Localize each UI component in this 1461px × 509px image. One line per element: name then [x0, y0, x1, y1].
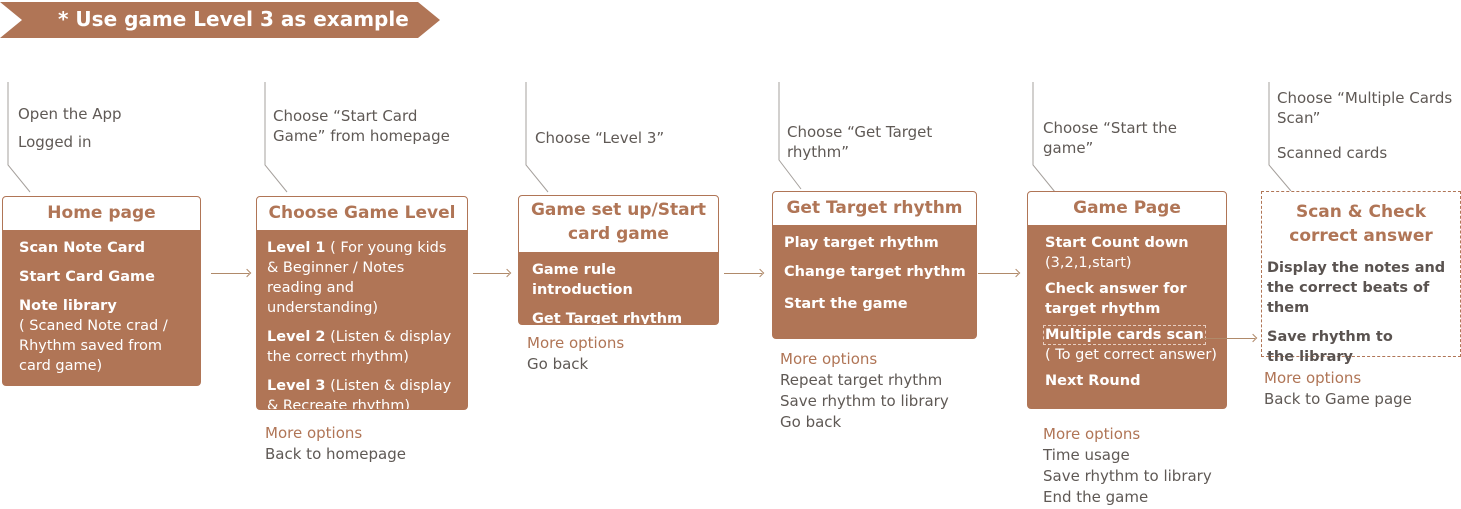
item-label: Level 1 — [267, 240, 326, 256]
step-4-more-options: More options Repeat target rhythm Save r… — [780, 349, 949, 433]
step-5-notes: Choose “Start the game” — [1043, 118, 1223, 166]
item-sub: ( To get correct answer) — [1045, 347, 1217, 363]
card-title: Home page — [3, 197, 200, 230]
menu-item-check-answer[interactable]: Check answer for target rhythm — [1045, 279, 1222, 319]
note-text: Scanned cards — [1277, 144, 1388, 162]
item-label: Note library — [19, 298, 117, 314]
menu-item-level-2[interactable]: Level 2 (Listen & display the correct rh… — [267, 327, 457, 367]
note-text: Choose “Level 3” — [535, 129, 665, 147]
more-options-label: More options — [265, 424, 363, 442]
note-text: Choose “Multiple Cards Scan” — [1277, 89, 1453, 127]
item-label: Level 2 — [267, 329, 326, 345]
note-text: Choose “Start the game” — [1043, 119, 1177, 157]
more-option-repeat-target-rhythm[interactable]: Repeat target rhythm — [780, 371, 943, 389]
item-label: Get Target rhythm — [532, 311, 683, 325]
menu-item-game-rule-intro[interactable]: Game rule introduction — [532, 260, 708, 300]
menu-item-change-target-rhythm[interactable]: Change target rhythm — [784, 262, 966, 282]
card-game-page[interactable]: Game Page Start Count down(3,2,1,start) … — [1027, 191, 1227, 409]
step-3-notes: Choose “Level 3” — [535, 128, 715, 156]
step-6-notes: Choose “Multiple Cards Scan” Scanned car… — [1277, 88, 1457, 171]
more-options-label: More options — [527, 334, 625, 352]
note-text: Logged in — [18, 133, 92, 151]
item-sub: (Listen & display & Recreate rhythm) — [267, 378, 452, 410]
menu-item-next-round[interactable]: Next Round — [1045, 371, 1222, 391]
card-get-target-rhythm[interactable]: Get Target rhythm Play target rhythm Cha… — [772, 191, 977, 339]
card-title: Game set up/Start card game — [519, 196, 718, 252]
item-label: Display the notes and the correct beats … — [1267, 260, 1446, 316]
note-text: Choose “Start Card Game” from homepage — [273, 107, 450, 145]
example-banner: * Use game Level 3 as example — [0, 2, 440, 38]
card-scan-check[interactable]: Scan & Check correct answer Display the … — [1261, 191, 1461, 365]
flow-arrow-2 — [473, 273, 509, 274]
flow-arrow-3 — [724, 273, 762, 274]
more-options-label: More options — [780, 350, 878, 368]
menu-item-start-count-down[interactable]: Start Count down (3,2,1,start) — [1045, 233, 1222, 273]
item-label: Next Round — [1045, 373, 1141, 389]
step-1-notes: Open the App Logged in — [18, 104, 248, 160]
menu-item-start-card-game[interactable]: Start Card Game — [19, 267, 190, 287]
item-sub: ( Scaned Note crad / Rhythm saved from c… — [19, 318, 168, 374]
more-option-go-back[interactable]: Go back — [527, 355, 589, 373]
more-option-end-the-game[interactable]: End the game — [1043, 488, 1149, 506]
item-label: Check answer for target rhythm — [1045, 281, 1187, 317]
more-option-back-to-homepage[interactable]: Back to homepage — [265, 445, 406, 463]
more-option-back-to-game-page[interactable]: Back to Game page — [1264, 390, 1412, 408]
more-option-save-rhythm[interactable]: Save rhythm to library — [780, 392, 949, 410]
more-option-go-back[interactable]: Go back — [780, 413, 842, 431]
item-label: Save rhythm to the library — [1267, 329, 1393, 365]
card-choose-game-level[interactable]: Choose Game Level Level 1 ( For young ki… — [256, 196, 468, 410]
menu-item-play-target-rhythm[interactable]: Play target rhythm — [784, 233, 966, 253]
menu-item-level-1[interactable]: Level 1 ( For young kids & Beginner / No… — [267, 238, 457, 318]
menu-item-note-library[interactable]: Note library ( Scaned Note crad / Rhythm … — [19, 296, 190, 376]
menu-item-level-3[interactable]: Level 3 (Listen & display & Recreate rhy… — [267, 376, 457, 410]
card-title: Game Page — [1028, 192, 1226, 225]
item-label: Change target rhythm — [784, 264, 966, 280]
step-5-more-options: More options Time usage Save rhythm to l… — [1043, 424, 1212, 508]
step-4-notes: Choose “Get Target rhythm” — [787, 122, 967, 170]
item-label: Level 3 — [267, 378, 326, 394]
menu-item-multiple-cards-scan[interactable]: Multiple cards scan ( To get correct answ… — [1043, 325, 1222, 365]
menu-item-display-notes[interactable]: Display the notes and the correct beats … — [1267, 258, 1456, 318]
more-option-save-rhythm[interactable]: Save rhythm to library — [1043, 467, 1212, 485]
item-label: Start Card Game — [19, 269, 155, 285]
card-title: Choose Game Level — [257, 197, 467, 230]
item-label: Start Count down — [1045, 235, 1189, 251]
card-title: Get Target rhythm — [773, 192, 976, 225]
menu-item-get-target-rhythm[interactable]: Get Target rhythm — [532, 309, 708, 325]
item-label: Scan Note Card — [19, 240, 146, 256]
flow-arrow-5 — [1201, 338, 1255, 339]
card-title: Scan & Check correct answer — [1289, 202, 1433, 246]
item-label: Start the game — [784, 296, 908, 312]
item-sub: (3,2,1,start) — [1045, 255, 1132, 271]
more-options-label: More options — [1264, 369, 1362, 387]
banner-shape — [0, 2, 440, 38]
card-home-page[interactable]: Home page Scan Note Card Start Card Game… — [2, 196, 201, 386]
step-2-more-options: More options Back to homepage — [265, 423, 406, 465]
step-3-more-options: More options Go back — [527, 333, 624, 375]
step-6-more-options: More options Back to Game page — [1264, 368, 1412, 410]
more-option-time-usage[interactable]: Time usage — [1043, 446, 1130, 464]
flow-arrow-4 — [978, 273, 1018, 274]
menu-item-save-rhythm[interactable]: Save rhythm to the library — [1267, 327, 1397, 367]
menu-item-scan-note-card[interactable]: Scan Note Card — [19, 238, 190, 258]
step-2-notes: Choose “Start Card Game” from homepage — [273, 106, 473, 154]
note-text: Choose “Get Target rhythm” — [787, 123, 933, 161]
item-sub: ( For young kids & Beginner / Notes read… — [267, 240, 447, 316]
item-sub: (Listen & display the correct rhythm) — [267, 329, 452, 365]
banner-text: * Use game Level 3 as example — [58, 7, 409, 31]
item-label: Game rule introduction — [532, 262, 633, 298]
menu-item-start-the-game[interactable]: Start the game — [784, 294, 966, 314]
flow-arrow-1 — [211, 273, 249, 274]
card-game-setup[interactable]: Game set up/Start card game Game rule in… — [518, 195, 719, 325]
item-label: Multiple cards scan — [1043, 325, 1206, 345]
item-label: Play target rhythm — [784, 235, 939, 251]
note-text: Open the App — [18, 105, 122, 123]
more-options-label: More options — [1043, 425, 1141, 443]
